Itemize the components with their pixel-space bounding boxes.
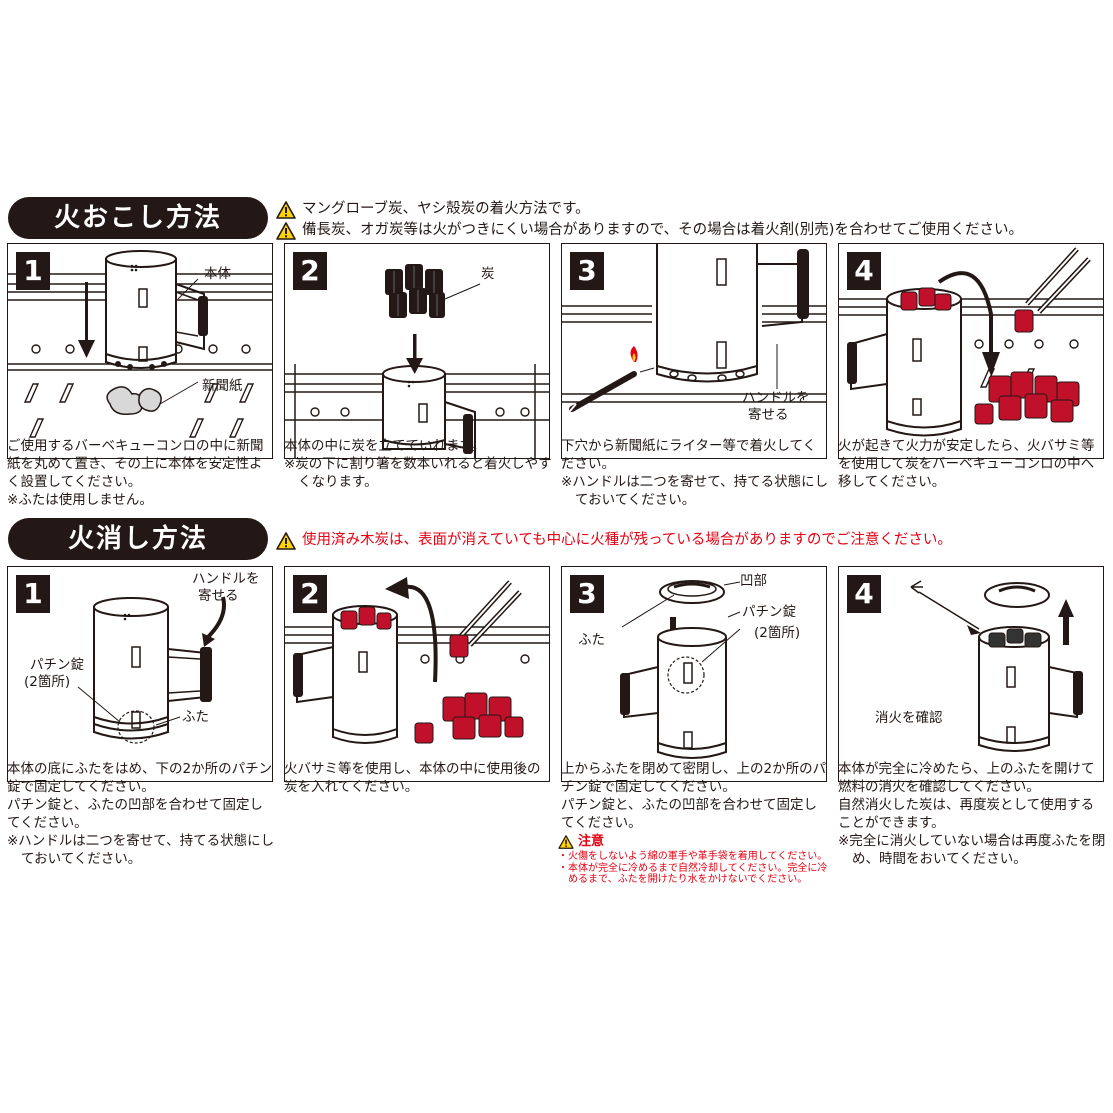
extinguish-step-1-panel: 1 ハンドルを 寄せる パチン錠 (2箇所) ふた [7, 566, 273, 782]
ignite-title: 火おこし方法 [8, 197, 268, 239]
desc-note: ※完全に消火していない場合は再度ふたを閉め、時間をおいてください。 [838, 833, 1106, 867]
caution-title: 注意 [578, 834, 605, 849]
ignite-note-2: 備長炭、オガ炭等は火がつきにくい場合がありますので、その場合は着火剤(別売)を合… [302, 222, 1023, 238]
label-latch: パチン錠 [742, 604, 796, 620]
desc-text: 本体の中に炭を立てていれます。 [284, 438, 486, 454]
label-confirm-extinguished: 消火を確認 [875, 710, 943, 726]
label-lid: ふた [182, 709, 209, 725]
desc-text: ご使用するバーベキューコンロの中に新聞紙を丸めて置き、その上に本体を安定性よく設… [7, 438, 264, 490]
extinguish-note: 使用済み木炭は、表面が消えていても中心に火種が残っている場合がありますのでご注意… [302, 532, 952, 548]
ignite-step-4-panel: 4 [838, 243, 1104, 459]
confirm-extinguished-illustration [910, 580, 1083, 752]
desc-text: 本体が完全に冷めたら、上のふたを開けて燃料の消火を確認してください。 [838, 761, 1095, 795]
close-lid-illustration [620, 580, 741, 759]
desc-note: ※ふたは使用しません。 [7, 492, 153, 508]
ignite-step-2-panel: 2 炭 [284, 243, 550, 459]
desc-text: 火バサミ等を使用し、本体の中に使用後の炭を入れてください。 [284, 761, 541, 795]
ignite-step-3-panel: 3 ハンドルを 寄せる [561, 243, 827, 459]
lighting-newspaper-illustration [562, 244, 826, 412]
label-handle-gather-2: 寄せる [748, 407, 789, 423]
desc-text: 自然消火した炭は、再度炭として使用することができます。 [838, 797, 1095, 831]
grill-chimney-placement-illustration [8, 250, 272, 438]
desc-text: 上からふたを閉めて密閉し、上の2か所のパチン錠で固定してください。 [561, 761, 827, 795]
extinguish-step-4-panel: 4 消火を確認 [838, 566, 1104, 782]
step-number: 3 [570, 252, 604, 290]
desc-note: ※ハンドルは二つを寄せて、持てる状態にしておいてください。 [561, 474, 829, 508]
desc-text: 下穴から新聞紙にライター等で着火してください。 [561, 438, 817, 472]
extinguish-step-2-desc: 火バサミ等を使用し、本体の中に使用後の炭を入れてください。 [284, 760, 552, 796]
desc-note: ※炭の下に割り箸を数本いれると着火しやすくなります。 [284, 456, 552, 490]
step-number: 4 [847, 575, 881, 613]
extinguish-notes: 使用済み木炭は、表面が消えていても中心に火種が残っている場合がありますのでご注意… [276, 530, 952, 551]
extinguish-step-4-desc: 本体が完全に冷めたら、上のふたを開けて燃料の消火を確認してください。 自然消火し… [838, 760, 1106, 868]
label-handle-gather-1: ハンドルを [192, 571, 260, 587]
extinguish-step-1-desc: 本体の底にふたをはめ、下の2か所のパチン錠で固定してください。 パチン錠と、ふた… [7, 760, 275, 868]
desc-text: 火が起きて火力が安定したら、火バサミ等を使用して炭をバーベキューコンロの中へ移し… [838, 438, 1095, 490]
lid-bottom-attach-illustration [77, 596, 226, 744]
label-lid: ふた [578, 632, 605, 648]
transfer-charcoal-illustration [839, 247, 1103, 437]
step-number: 1 [16, 575, 50, 613]
step-number: 2 [293, 252, 327, 290]
extinguish-step-3-panel: 3 凹部 パチン錠 (2箇所) ふた [561, 566, 827, 782]
label-latch-count: (2箇所) [754, 625, 801, 641]
step-number: 4 [847, 252, 881, 290]
ignite-step-2-desc: 本体の中に炭を立てていれます。 ※炭の下に割り箸を数本いれると着火しやすくなりま… [284, 437, 552, 491]
ignite-notes: マングローブ炭、ヤシ殻炭の着火方法です。 備長炭、オガ炭等は火がつきにくい場合が… [276, 199, 1023, 241]
extinguish-step-3-desc: 上からふたを閉めて密閉し、上の2か所のパチン錠で固定してください。 パチン錠と、… [561, 760, 829, 832]
label-newspaper: 新聞紙 [202, 378, 243, 394]
label-latch-count: (2箇所) [24, 674, 71, 690]
desc-note: ※ハンドルは二つを寄せて、持てる状態にしておいてください。 [7, 833, 275, 867]
label-handle-gather-2: 寄せる [198, 588, 239, 604]
ignite-note-1: マングローブ炭、ヤシ殻炭の着火方法です。 [302, 201, 590, 217]
step-number: 1 [16, 252, 50, 290]
ignite-step-4-desc: 火が起きて火力が安定したら、火バサミ等を使用して炭をバーベキューコンロの中へ移し… [838, 437, 1106, 491]
ignite-step-3-desc: 下穴から新聞紙にライター等で着火してください。 ※ハンドルは二つを寄せて、持てる… [561, 437, 829, 509]
warning-icon [276, 221, 296, 240]
caution-item: ・本体が完全に冷めるまで自然冷却してください。完全に冷めるまで、ふたを開けたり水… [558, 862, 828, 886]
insert-used-charcoal-illustration [285, 577, 549, 744]
charcoal-loading-illustration [285, 264, 549, 458]
desc-text: パチン錠と、ふたの凹部を合わせて固定してください。 [561, 797, 817, 831]
ignite-step-1-desc: ご使用するバーベキューコンロの中に新聞紙を丸めて置き、その上に本体を安定性よく設… [7, 437, 275, 509]
label-recess: 凹部 [740, 573, 767, 589]
ignite-step-1-panel: 1 本体 新聞紙 [7, 243, 273, 459]
label-handle-gather-1: ハンドルを [742, 390, 810, 406]
extinguish-title: 火消し方法 [8, 518, 268, 560]
caution-item: ・火傷をしないよう綿の軍手や革手袋を着用してください。 [558, 851, 828, 862]
step-number: 3 [570, 575, 604, 613]
desc-text: パチン錠と、ふたの凹部を合わせて固定してください。 [7, 797, 263, 831]
label-body: 本体 [204, 266, 231, 282]
extinguish-step-2-panel: 2 [284, 566, 550, 782]
caution-block: 注意 ・火傷をしないよう綿の軍手や革手袋を着用してください。 ・本体が完全に冷め… [558, 834, 828, 886]
label-charcoal: 炭 [481, 266, 495, 282]
label-latch: パチン錠 [30, 657, 84, 673]
step-number: 2 [293, 575, 327, 613]
warning-icon [276, 200, 296, 219]
desc-text: 本体の底にふたをはめ、下の2か所のパチン錠で固定してください。 [7, 761, 273, 795]
warning-icon [276, 531, 296, 550]
warning-icon [558, 835, 574, 849]
